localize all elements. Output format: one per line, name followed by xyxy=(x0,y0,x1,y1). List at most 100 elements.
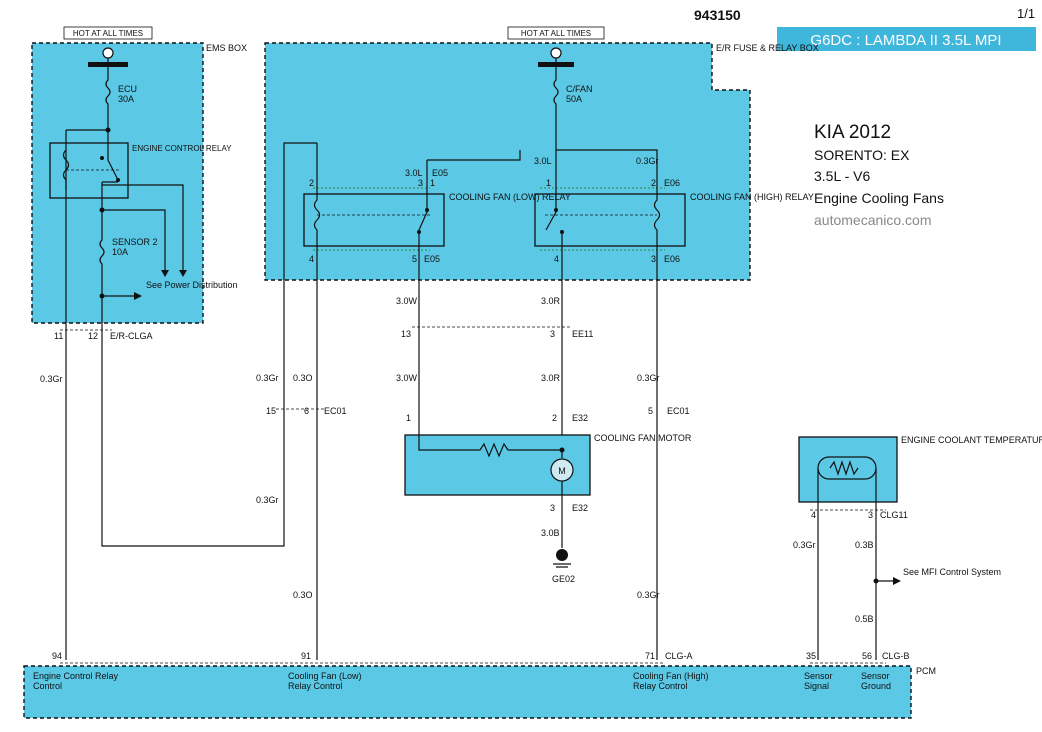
ecu-fuse-name: ECU xyxy=(118,84,137,94)
title-make-year: KIA 2012 xyxy=(814,122,891,143)
ecr-label-1: ENGINE CONTROL RELAY xyxy=(132,144,232,153)
pin: 3 xyxy=(550,503,555,513)
wire-label: 0.3B xyxy=(855,540,874,550)
pin: 4 xyxy=(554,254,559,264)
pin: 91 xyxy=(301,651,311,661)
wire-label: 3.0R xyxy=(541,373,561,383)
pcm-terminal-56: Sensor Ground xyxy=(861,671,892,691)
banner xyxy=(777,27,1036,51)
pcm-t35-wrap: Sensor Signal xyxy=(804,671,833,691)
ecu-fuse-rating: 30A xyxy=(118,94,134,104)
ground-icon xyxy=(556,549,568,561)
wire-label: 0.3Gr xyxy=(256,495,279,505)
wire-label: 0.3O xyxy=(293,373,313,383)
pin: 94 xyxy=(52,651,62,661)
pin: 1 xyxy=(430,178,435,188)
see-power-distribution: See Power Distribution xyxy=(146,280,238,290)
pin: 15 xyxy=(266,406,276,416)
pin: 71 xyxy=(645,651,655,661)
pin: 35 xyxy=(806,651,816,661)
wire-label: 0.3Gr xyxy=(637,590,660,600)
pcm-t56-wrap: Sensor Ground xyxy=(861,671,892,691)
pin: 1 xyxy=(406,413,411,423)
relay-high-label: COOLING FAN (HIGH) RELAY xyxy=(690,192,814,202)
connector-label: E05 xyxy=(424,254,440,264)
ground-label: GE02 xyxy=(552,574,575,584)
wire-label: 3.0R xyxy=(541,296,561,306)
pin: 2 xyxy=(651,178,656,188)
title-model: SORENTO: EX xyxy=(814,147,910,163)
connector-label: EC01 xyxy=(324,406,347,416)
sensor2-fuse-rating: 10A xyxy=(112,247,128,257)
connector-label: CLG-B xyxy=(882,651,910,661)
pcm-t91-wrap: Cooling Fan (Low) Relay Control xyxy=(288,671,362,691)
pin: 5 xyxy=(412,254,417,264)
pcm-box xyxy=(23,665,912,719)
pin: 2 xyxy=(309,178,314,188)
see-mfi: See MFI Control System xyxy=(903,567,1001,577)
er-box-label: E/R FUSE & RELAY BOX xyxy=(716,43,819,53)
wire-label: 0.3O xyxy=(293,590,313,600)
wire-label: 3.0B xyxy=(541,528,560,538)
hot-label-left xyxy=(63,26,153,40)
connector-label: CLG11 xyxy=(880,510,908,520)
wire-label: 3.0L xyxy=(405,168,423,178)
ems-box xyxy=(31,42,204,324)
connector-label: CLG-A xyxy=(665,651,693,661)
sensor-label: ENGINE COOLANT TEMPERATURE SENSOR xyxy=(901,435,1042,445)
pcm-t94-wrap: Engine Control Relay Control xyxy=(33,671,119,691)
connector-label: E/R-CLGA xyxy=(110,331,153,341)
banner-text: G6DC : LAMBDA II 3.5L MPI xyxy=(810,32,1001,49)
connector-label: E32 xyxy=(572,503,588,513)
watermark: automecanico.com xyxy=(814,212,932,228)
pin: 4 xyxy=(309,254,314,264)
title-system: Engine Cooling Fans xyxy=(814,190,944,206)
doc-number: 943150 xyxy=(694,7,741,23)
pin: 12 xyxy=(88,331,98,341)
pin: 6 xyxy=(304,406,309,416)
connector-label: EE11 xyxy=(572,329,593,339)
ems-box-label: EMS BOX xyxy=(206,43,247,53)
pin: 4 xyxy=(811,510,816,520)
page-number: 1/1 xyxy=(1017,6,1035,21)
pin: 1 xyxy=(546,178,551,188)
motor-label: COOLING FAN MOTOR xyxy=(594,433,692,443)
er-box xyxy=(264,42,751,281)
connector-label: E05 xyxy=(432,168,448,178)
pcm-terminal-35: Sensor Signal xyxy=(804,671,833,691)
wire-label: 3.0W xyxy=(396,296,418,306)
motor-symbol: M xyxy=(558,466,566,476)
title-engine: 3.5L - V6 xyxy=(814,168,871,184)
hot-label-right-text: HOT AT ALL TIMES xyxy=(521,29,591,38)
pin: 56 xyxy=(862,651,872,661)
wire-label: 0.3Gr xyxy=(636,156,659,166)
wire-label: 0.5B xyxy=(855,614,874,624)
pcm-t71-wrap: Cooling Fan (High) Relay Control xyxy=(633,671,709,691)
pcm-terminal-91: Cooling Fan (Low) Relay Control xyxy=(288,671,362,691)
pin: 2 xyxy=(552,413,557,423)
connector-label: EC01 xyxy=(667,406,690,416)
wire-label: 0.3Gr xyxy=(637,373,660,383)
wire-label: 3.0L xyxy=(534,156,552,166)
bus-bar-right xyxy=(538,62,574,67)
pin: 13 xyxy=(401,329,411,339)
pcm-terminal-71: Cooling Fan (High) Relay Control xyxy=(633,671,709,691)
pcm-terminal-94: Engine Control Relay Control xyxy=(33,671,119,691)
relay-low xyxy=(303,193,445,247)
cfan-fuse-rating: 50A xyxy=(566,94,582,104)
power-source-right-icon xyxy=(550,47,562,59)
pin: 5 xyxy=(648,406,653,416)
relay-high xyxy=(534,193,686,247)
pin: 3 xyxy=(550,329,555,339)
connector-label: E06 xyxy=(664,178,680,188)
connector-label: E32 xyxy=(572,413,588,423)
pin: 3 xyxy=(868,510,873,520)
pin: 3 xyxy=(651,254,656,264)
pcm-label: PCM xyxy=(916,666,936,676)
relay-low-label: COOLING FAN (LOW) RELAY xyxy=(449,192,571,202)
engine-control-relay xyxy=(49,142,129,199)
sensor2-fuse-name: SENSOR 2 xyxy=(112,237,158,247)
wire-label: 0.3Gr xyxy=(40,374,63,384)
pin: 3 xyxy=(418,178,423,188)
